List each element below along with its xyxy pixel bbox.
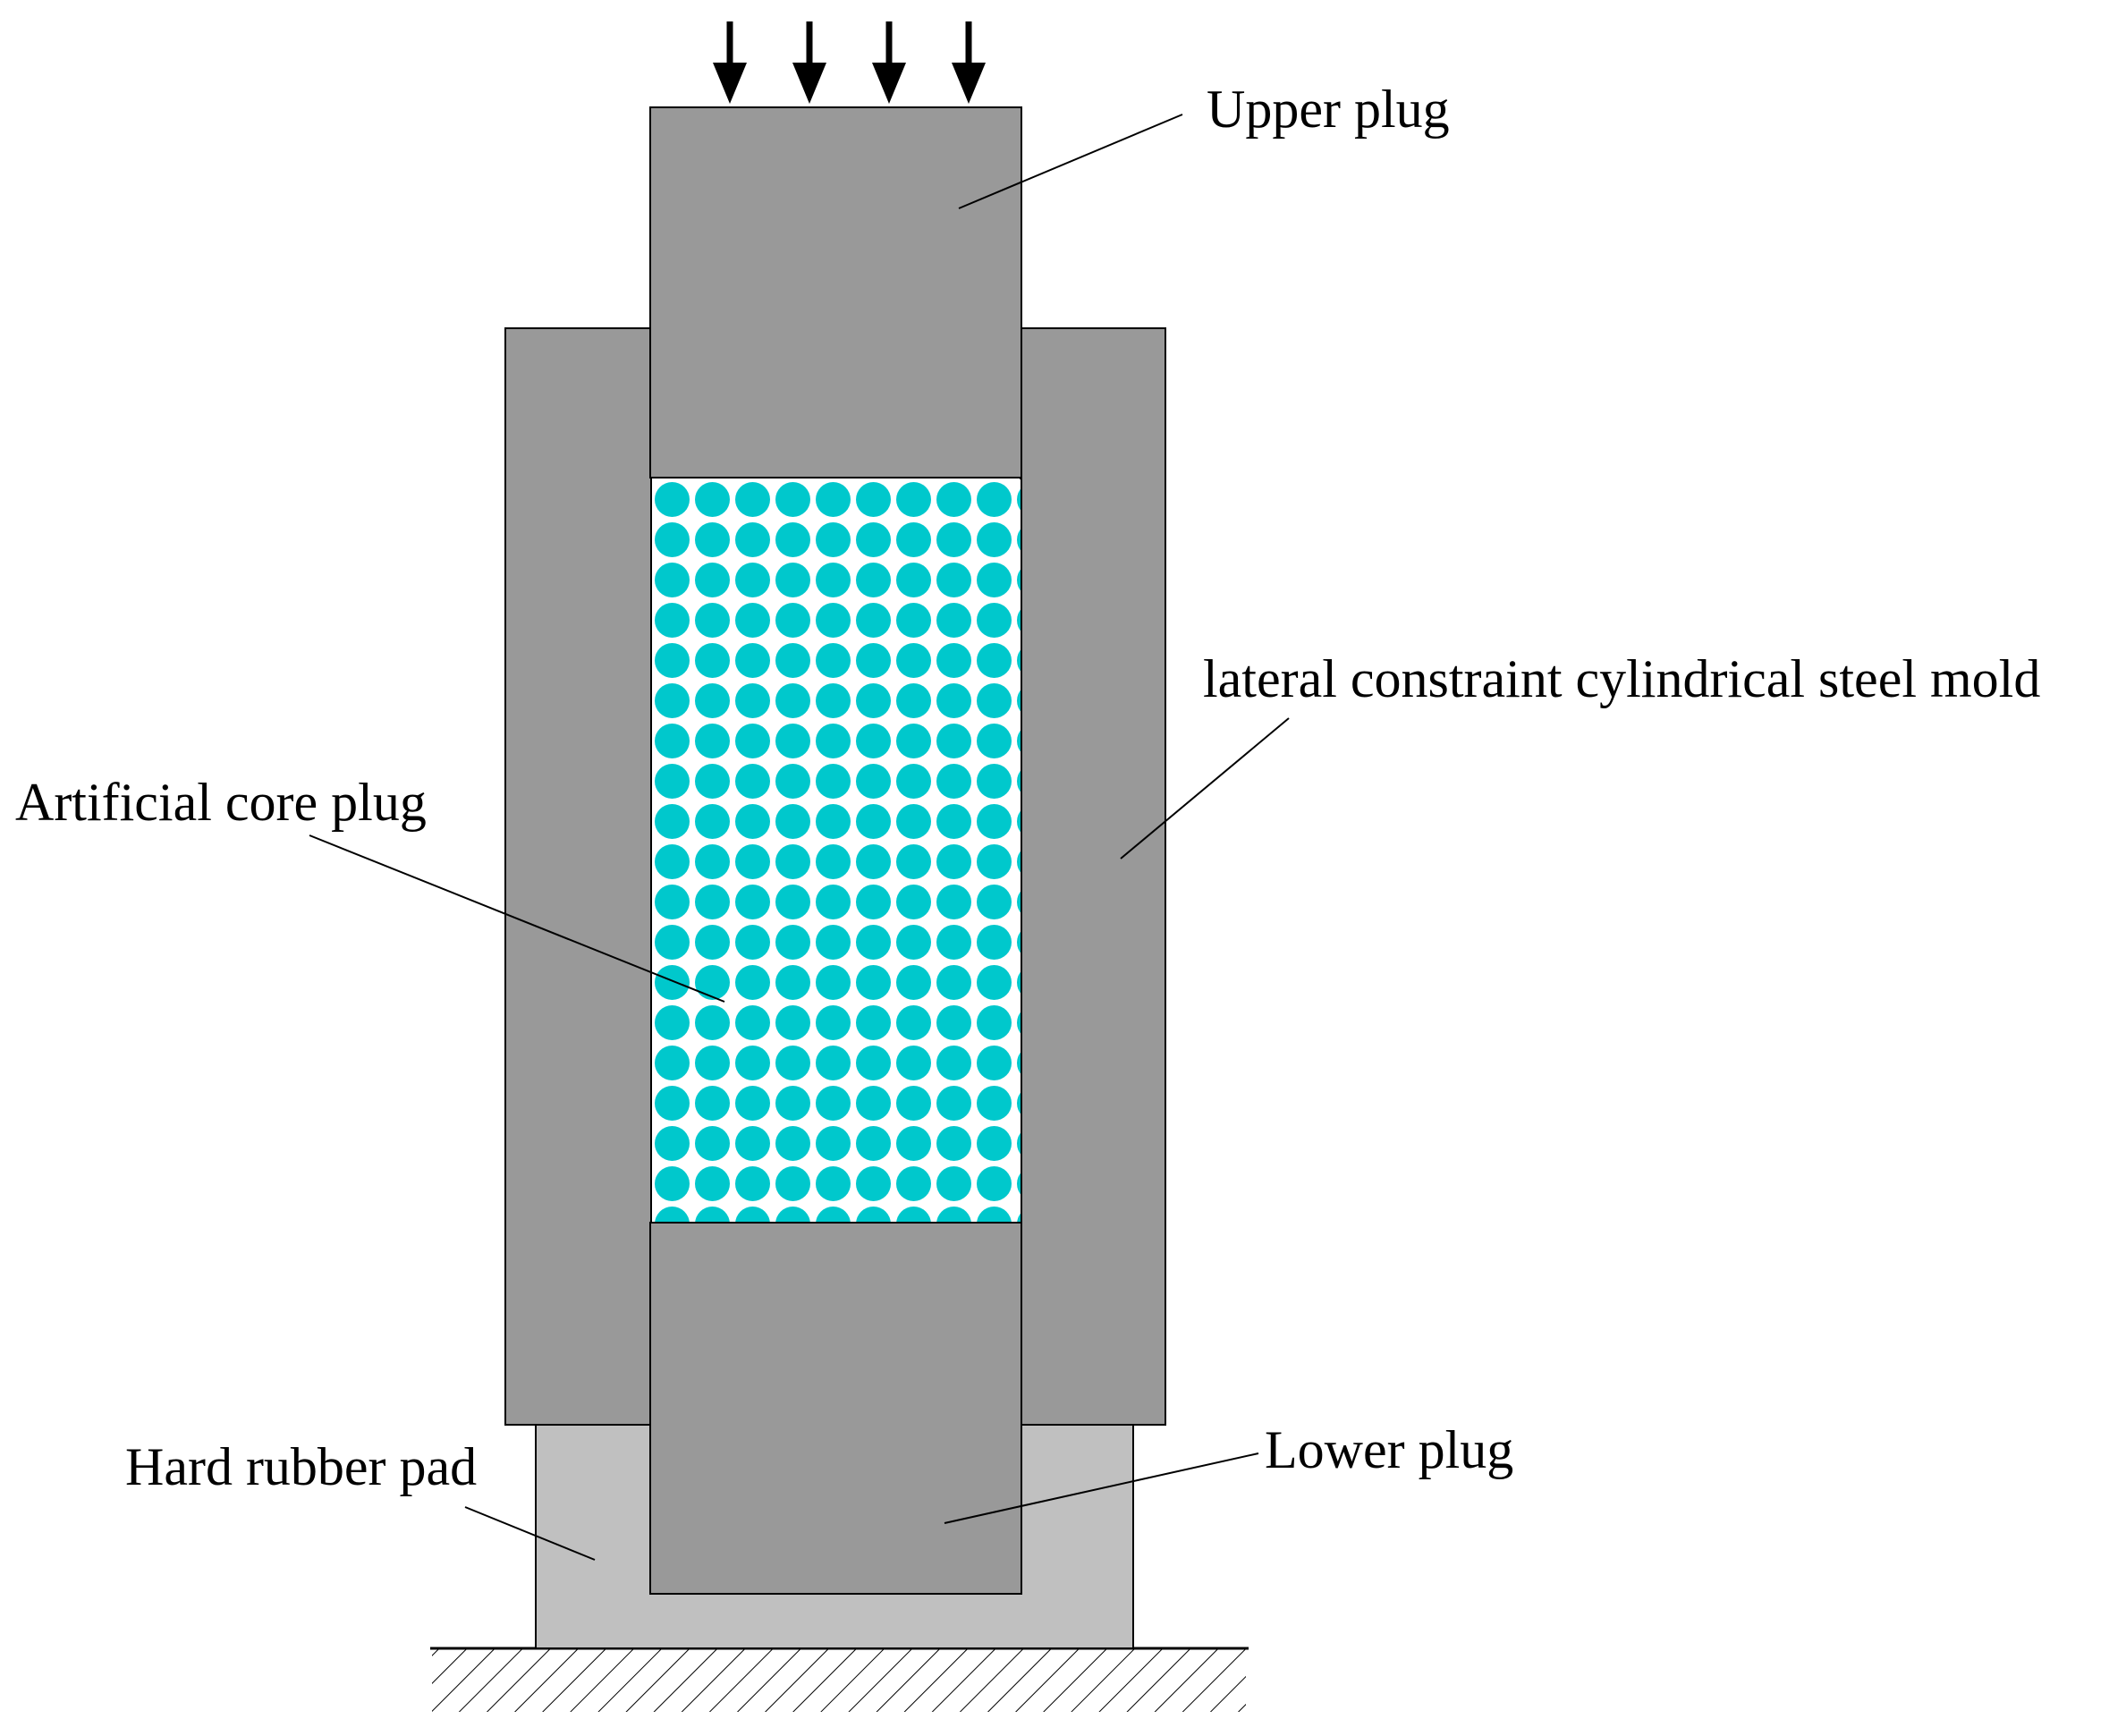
core-plug-label: Artificial core plug <box>15 773 427 832</box>
load-arrow-head-icon <box>952 63 986 104</box>
steel-mold-right-wall <box>1020 327 1166 1426</box>
load-arrows <box>713 21 986 104</box>
lower-plug-leader <box>944 1452 1259 1524</box>
steel-mold-left-wall <box>504 327 652 1426</box>
mold-leader <box>1120 717 1290 860</box>
ground-base <box>430 1647 1249 1712</box>
core-plug-leader <box>309 834 725 1003</box>
upper-plug-label: Upper plug <box>1207 80 1450 139</box>
upper-plug <box>649 106 1022 478</box>
ground-hatching <box>432 1649 1246 1712</box>
artificial-core-plug <box>652 479 1021 1223</box>
rubber-pad-leader <box>464 1506 596 1561</box>
load-arrow-head-icon <box>872 63 906 104</box>
upper-plug-leader <box>958 114 1183 209</box>
load-arrow-head-icon <box>713 63 747 104</box>
load-arrow-head-icon <box>792 63 826 104</box>
steel-mold-label: lateral constraint cylindrical steel mol… <box>1203 649 2040 708</box>
lower-plug-label: Lower plug <box>1265 1420 1513 1479</box>
rubber-pad-label: Hard rubber pad <box>125 1437 477 1496</box>
lower-plug <box>649 1222 1022 1595</box>
